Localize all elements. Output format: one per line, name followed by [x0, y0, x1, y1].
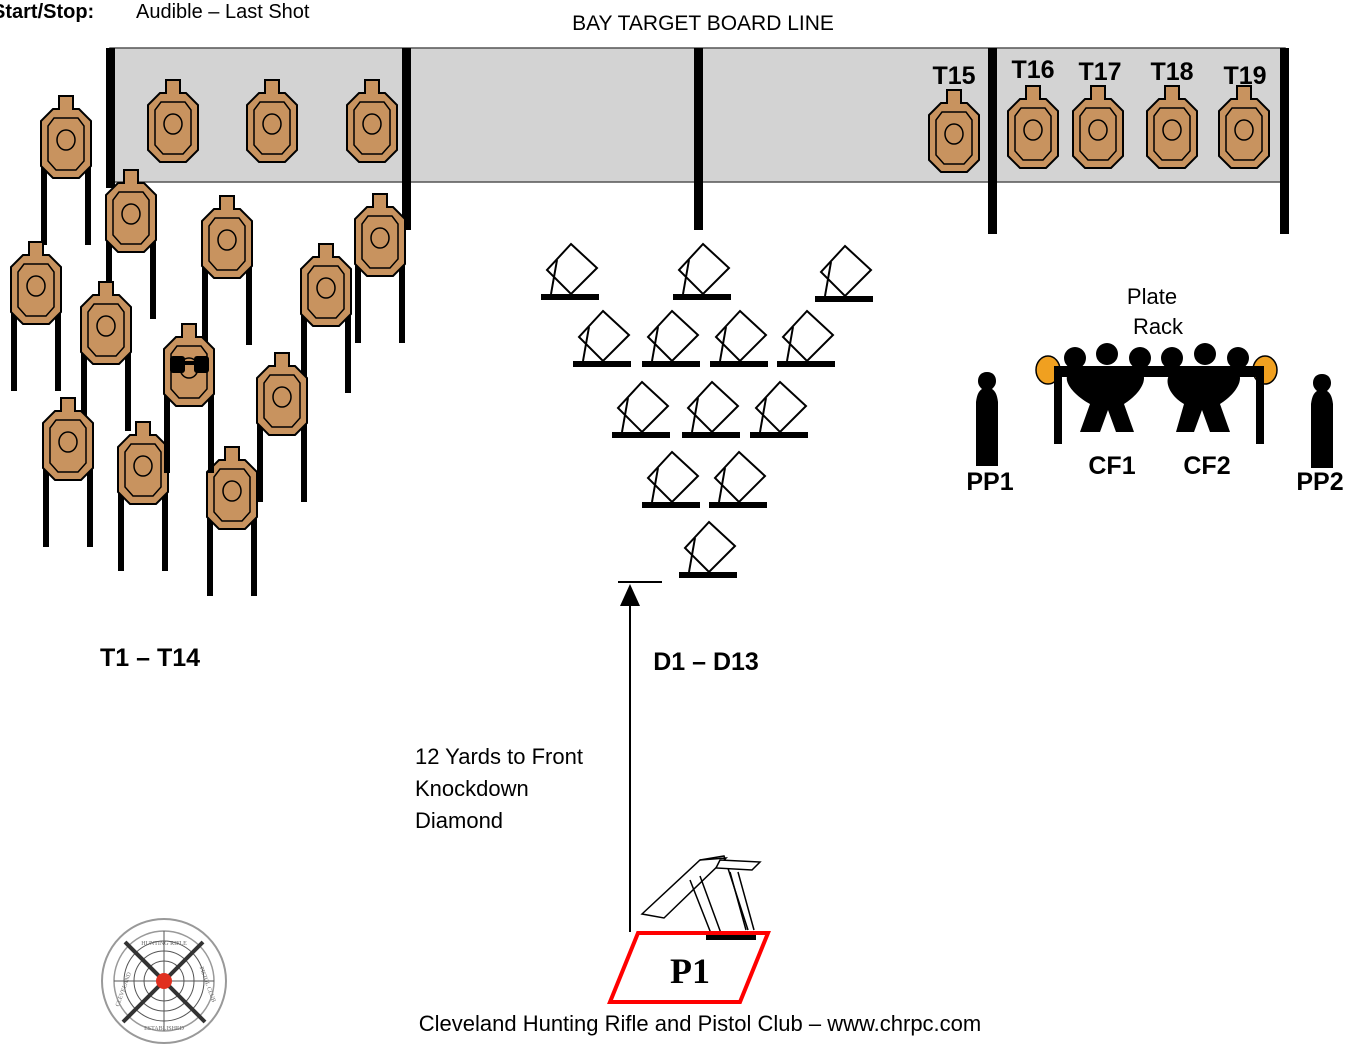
label-t1-t14: T1 – T14	[100, 644, 200, 672]
standing-target	[40, 95, 92, 246]
standing-target	[80, 281, 132, 432]
label-t19: T19	[1223, 62, 1266, 90]
board-line-label: BAY TARGET BOARD LINE	[572, 12, 834, 35]
club-logo: HUNTING RIFLE CLEVELAND PISTOL CLUB ESTA…	[101, 918, 227, 1044]
plate-rack-label-2: Rack	[1133, 314, 1184, 339]
start-stop-label: Start/Stop:	[0, 1, 94, 23]
diamond-steel	[708, 451, 768, 509]
distance-label-3: Diamond	[415, 808, 503, 833]
distance-label-1: 12 Yards to Front	[415, 744, 583, 769]
label-pp2: PP2	[1296, 468, 1343, 496]
standing-target	[256, 352, 308, 503]
label-t16: T16	[1011, 56, 1054, 84]
diamond-steel	[681, 381, 741, 439]
diamond-steel	[776, 310, 836, 368]
shooting-table	[640, 855, 762, 940]
start-stop-value: Audible – Last Shot	[136, 1, 310, 23]
label-p1: P1	[670, 951, 710, 991]
distance-label-2: Knockdown	[415, 776, 529, 801]
plate-rack	[1035, 343, 1278, 444]
diamond-steel-array	[540, 243, 874, 579]
shooting-box-p1	[607, 931, 771, 1004]
diamond-steel	[814, 245, 874, 303]
footer-text: Cleveland Hunting Rifle and Pistol Club …	[419, 1011, 981, 1036]
label-d1-d13: D1 – D13	[653, 648, 759, 676]
diamond-steel	[709, 310, 769, 368]
diamond-steel	[572, 310, 632, 368]
no-shoot-target	[163, 323, 215, 474]
diamond-steel	[678, 521, 738, 579]
distance-arrow	[618, 581, 662, 932]
standing-target	[300, 243, 352, 394]
diamond-steel	[672, 243, 732, 301]
plate-rack-label-1: Plate	[1127, 284, 1177, 309]
label-t15: T15	[932, 62, 975, 90]
svg-text:HUNTING RIFLE: HUNTING RIFLE	[141, 941, 187, 947]
label-t18: T18	[1150, 58, 1193, 86]
diamond-steel	[540, 243, 600, 301]
pepper-popper-pp2	[1311, 374, 1333, 468]
standing-target	[206, 446, 258, 597]
svg-text:ESTABLISHED: ESTABLISHED	[144, 1026, 185, 1032]
label-t17: T17	[1078, 58, 1121, 86]
standing-target	[10, 241, 62, 392]
diamond-steel	[749, 381, 809, 439]
diamond-steel	[641, 310, 701, 368]
diamond-steel	[611, 381, 671, 439]
standing-target	[42, 397, 94, 548]
standing-target	[117, 421, 169, 572]
pepper-popper-pp1	[976, 372, 998, 466]
standing-target	[354, 193, 406, 344]
label-cf1: CF1	[1088, 452, 1135, 480]
label-cf2: CF2	[1183, 452, 1230, 480]
standing-target	[201, 195, 253, 346]
diamond-steel	[641, 451, 701, 509]
label-pp1: PP1	[966, 468, 1013, 496]
